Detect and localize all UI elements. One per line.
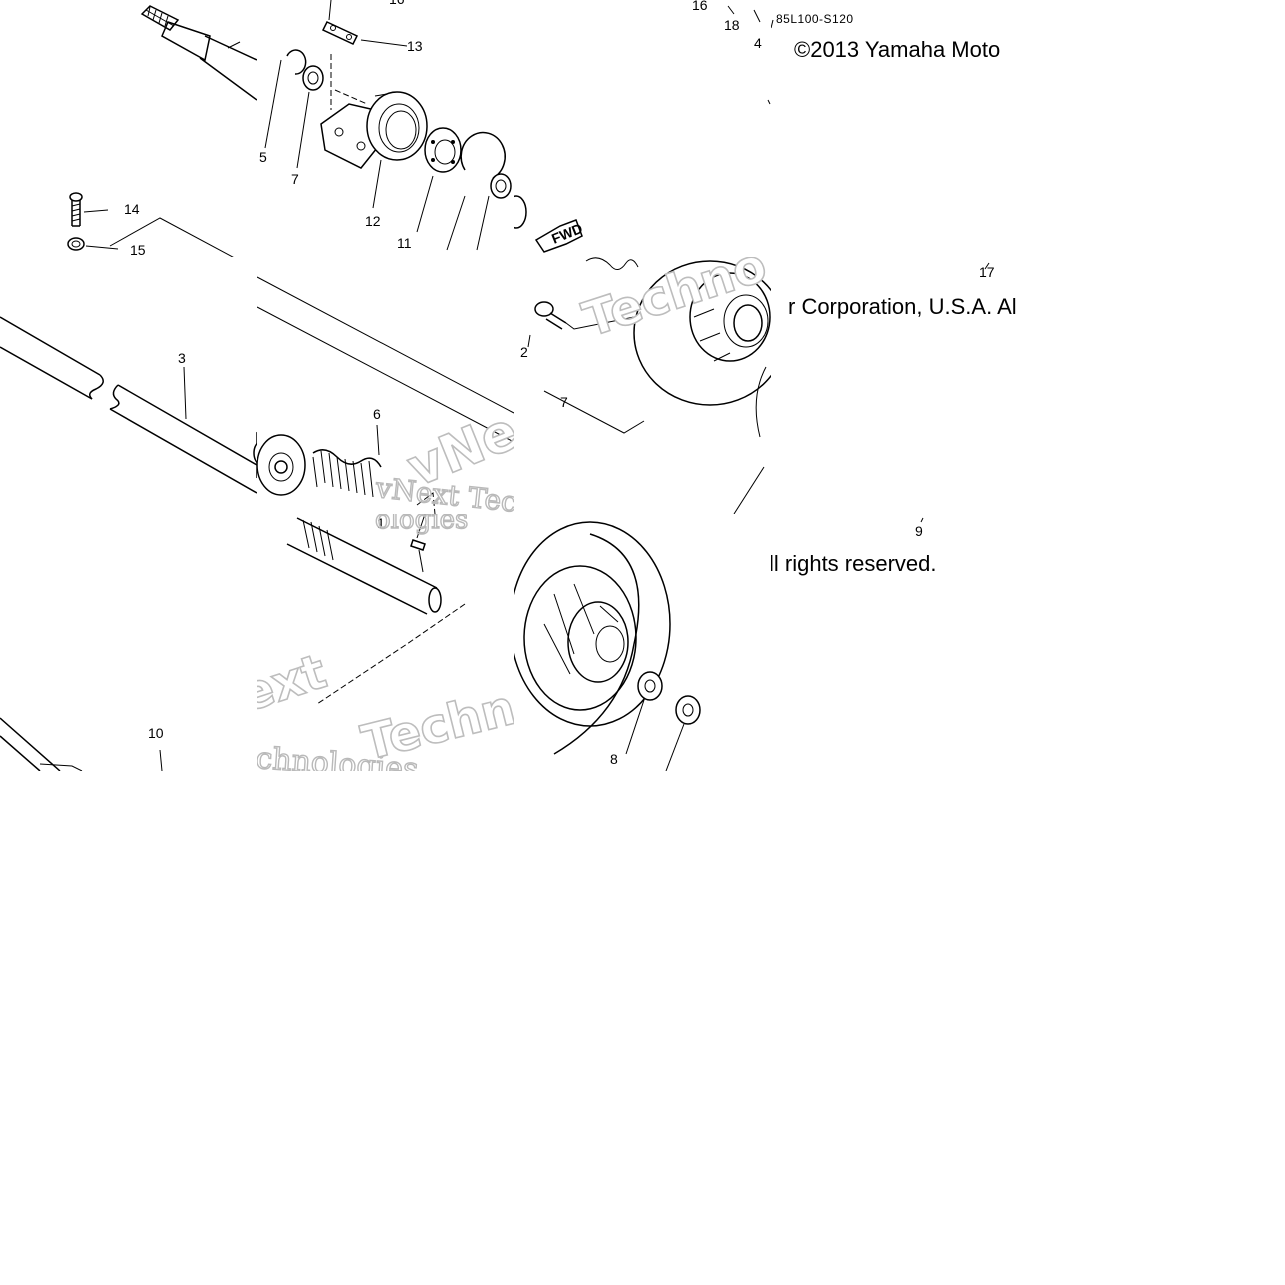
diagram-tile-bottom-center: 1 ologies ext chnologies Technologies: [257, 514, 514, 771]
diagram-tile-center: 6 vNext Tec vNe: [257, 257, 514, 514]
callout-12: 12: [365, 213, 381, 229]
secondary-sheave-9: [514, 521, 671, 755]
diagram-tile-top-middle: 16 13 5 7 12 11: [257, 0, 514, 257]
fwd-arrow: FWD: [534, 219, 585, 253]
callout-8: 8: [610, 751, 618, 767]
callout-7: 7: [291, 171, 299, 187]
spring-6: [312, 424, 382, 498]
callout-9: 9: [915, 523, 923, 539]
diagram-tile-bottom-far-right: 9 ll rights reserved.: [771, 514, 1028, 771]
drive-shaft-splined-end: [140, 5, 257, 101]
bearing-11: [416, 127, 462, 233]
callout-1: 1: [377, 515, 385, 531]
washer-8: [625, 671, 663, 755]
callout-5: 5: [259, 149, 267, 165]
callout-2: 2: [520, 344, 528, 360]
copyright-line-1: ©2013 Yamaha Moto: [794, 37, 1000, 62]
bolt-2: [534, 301, 635, 330]
sheave-7: [633, 260, 771, 406]
diagram-tile-center-right: 2 7 Techno: [514, 257, 771, 514]
callout-16: 16: [692, 0, 708, 13]
shaft-end: [286, 517, 442, 615]
copyright-line-3: ll rights reserved.: [771, 551, 937, 576]
diagram-tile-middle-left: 3: [0, 257, 257, 514]
copyright-line-2: r Corporation, U.S.A. Al: [788, 294, 1017, 319]
callout-10: 10: [148, 725, 164, 741]
collar: [476, 173, 512, 251]
callout-13: 13: [407, 38, 423, 54]
callout-4: 4: [754, 35, 762, 51]
diagram-tile-bottom-right: 8: [514, 514, 771, 771]
washer-7: [296, 65, 324, 169]
watermark-text-5: ext: [257, 643, 333, 723]
callout-14: 14: [124, 201, 140, 217]
watermark-text-7: ologies: [375, 514, 468, 535]
diagram-code: 85L100-S120: [776, 12, 854, 26]
shaft-3: [0, 316, 257, 494]
pin: [410, 514, 426, 573]
diagram-tile-right-middle: 17 r Corporation, U.S.A. Al: [771, 257, 1028, 514]
bolt-14: [69, 192, 83, 227]
spring-clip: [585, 257, 639, 270]
diagram-tile-top-right: 16 18 4 FWD: [514, 0, 771, 257]
callout-16-top: 16: [389, 0, 405, 7]
watermark-text-2: Technologies: [356, 633, 514, 771]
collar-edge: [514, 195, 527, 229]
nut-15: [67, 237, 85, 251]
callout-18: 18: [724, 17, 740, 33]
bearing-cap: [257, 434, 306, 496]
pulley-half: [253, 431, 257, 479]
diagram-tile-bottom-left: 10: [0, 514, 257, 771]
diagram-tile-top-far-right: 85L100-S120 ©2013 Yamaha Moto: [771, 0, 1028, 257]
diagram-tile-top-left: 14 15: [0, 0, 257, 257]
callout-15: 15: [130, 242, 146, 257]
callout-17: 17: [979, 264, 995, 280]
callout-3: 3: [178, 350, 186, 366]
circlip-5: [264, 49, 307, 149]
nut: [665, 695, 701, 771]
bearing-housing-12: [320, 54, 428, 209]
callout-7b: 7: [560, 394, 568, 410]
retaining-plate-13: [321, 0, 408, 47]
callout-6: 6: [373, 406, 381, 422]
callout-11: 11: [397, 235, 412, 251]
snap-ring-10: [446, 131, 506, 251]
